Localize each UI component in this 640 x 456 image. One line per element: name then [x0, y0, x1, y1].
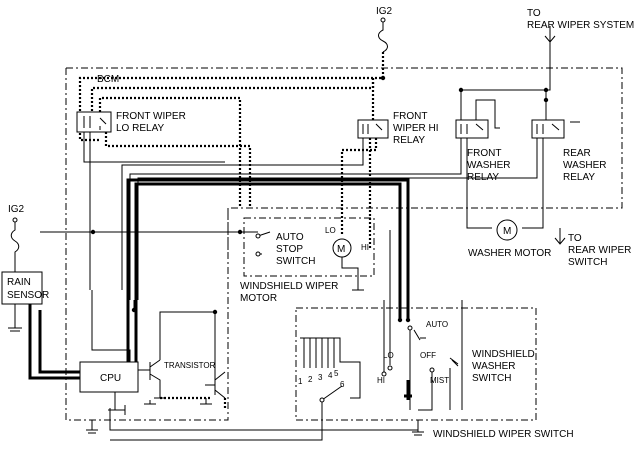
svg-text:STOP: STOP — [276, 244, 303, 255]
svg-text:OFF: OFF — [420, 351, 436, 360]
svg-text:FRONT: FRONT — [393, 111, 427, 122]
bcm-boundary: BCM — [65, 67, 623, 421]
to-rear-wiper-system: TO REAR WIPER SYSTEM — [527, 8, 634, 91]
front-wiper-lo-relay: FRONT WIPER LO RELAY — [76, 96, 252, 290]
svg-text:TO: TO — [568, 233, 582, 244]
svg-text:HI: HI — [377, 376, 385, 385]
svg-text:5: 5 — [334, 369, 339, 378]
cpu-label: CPU — [100, 373, 121, 384]
cpu-block: CPU — [79, 178, 418, 431]
svg-text:6: 6 — [340, 380, 345, 389]
svg-text:LO: LO — [325, 226, 336, 235]
svg-text:REAR: REAR — [563, 148, 591, 159]
svg-text:FRONT: FRONT — [467, 148, 501, 159]
rain-sensor-block: IG2 RAIN SENSOR — [1, 204, 80, 380]
svg-text:HI: HI — [361, 243, 369, 252]
windshield-wiper-motor: AUTO STOP SWITCH M LO HI WINDSHIELD WIPE… — [40, 217, 375, 304]
svg-text:TRANSISTOR: TRANSISTOR — [164, 361, 216, 370]
svg-text:M: M — [337, 244, 345, 255]
svg-text:TO: TO — [527, 8, 541, 19]
svg-text:FRONT WIPER: FRONT WIPER — [116, 111, 186, 122]
svg-text:REAR WIPER SYSTEM: REAR WIPER SYSTEM — [527, 20, 634, 31]
washer-motor: M WASHER MOTOR TO REAR WIPER SWITCH — [468, 219, 631, 268]
svg-text:WASHER: WASHER — [472, 361, 516, 372]
front-washer-relay: FRONT WASHER RELAY — [129, 89, 547, 300]
ig2-top-supply: IG2 — [78, 6, 393, 142]
svg-text:WINDSHIELD: WINDSHIELD — [472, 349, 535, 360]
junctions — [90, 75, 549, 323]
svg-text:RELAY: RELAY — [393, 135, 425, 146]
svg-text:WIPER HI: WIPER HI — [393, 123, 439, 134]
svg-text:MIST: MIST — [430, 376, 449, 385]
svg-text:AUTO: AUTO — [426, 320, 448, 329]
svg-text:M: M — [503, 226, 511, 237]
svg-text:LO: LO — [383, 351, 394, 360]
svg-text:3: 3 — [318, 373, 323, 382]
svg-text:MOTOR: MOTOR — [240, 293, 277, 304]
svg-text:IG2: IG2 — [8, 204, 25, 215]
svg-text:LO RELAY: LO RELAY — [116, 123, 164, 134]
svg-text:RAIN: RAIN — [7, 277, 31, 288]
svg-text:SWITCH: SWITCH — [276, 256, 315, 267]
svg-text:SENSOR: SENSOR — [7, 290, 49, 301]
svg-text:2: 2 — [308, 375, 313, 384]
svg-text:REAR WIPER: REAR WIPER — [568, 245, 631, 256]
bcm-label: BCM — [97, 74, 119, 85]
svg-text:RELAY: RELAY — [563, 172, 595, 183]
windshield-wiper-switch: 1 2 3 4 5 6 LO HI AUTO OFF MIST WINDSHIE… — [110, 230, 574, 441]
svg-text:1: 1 — [298, 377, 303, 386]
rear-washer-relay: REAR WASHER RELAY — [137, 100, 607, 300]
svg-text:WINDSHIELD WIPER: WINDSHIELD WIPER — [240, 281, 338, 292]
svg-text:WASHER: WASHER — [563, 160, 607, 171]
svg-text:4: 4 — [328, 371, 333, 380]
transistor: TRANSISTOR — [138, 311, 227, 410]
front-wiper-hi-relay: FRONT WIPER HI RELAY — [121, 111, 439, 290]
ig2-top-label: IG2 — [376, 6, 393, 17]
svg-text:SWITCH: SWITCH — [472, 373, 511, 384]
windshield-wiper-switch-label: WINDSHIELD WIPER SWITCH — [433, 429, 574, 440]
grounds — [86, 398, 212, 434]
svg-text:AUTO: AUTO — [276, 232, 304, 243]
svg-text:WASHER: WASHER — [467, 160, 511, 171]
washer-motor-label: WASHER MOTOR — [468, 248, 551, 259]
svg-text:SWITCH: SWITCH — [568, 257, 607, 268]
